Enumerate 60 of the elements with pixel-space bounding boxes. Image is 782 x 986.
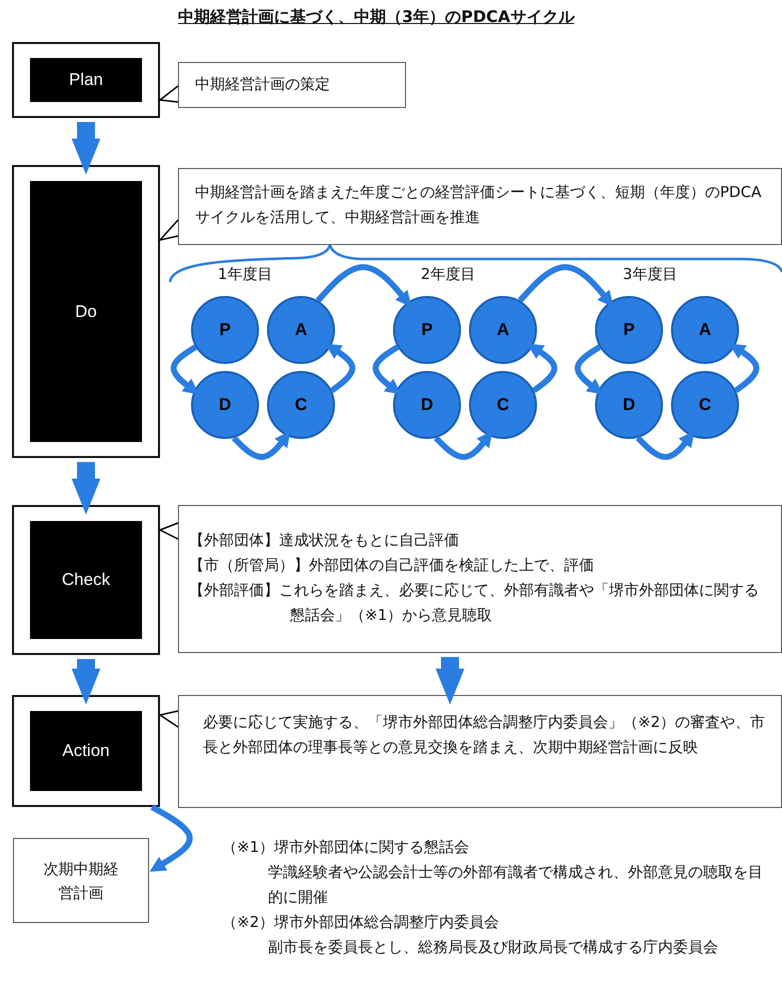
callout-text: 【外部評価】これらを踏まえ、必要に応じて、外部有識者や「堺市外部団体に関する懇話会」（※1）から意見聴取 [189, 580, 760, 626]
phase-frame [12, 42, 160, 118]
circle-letter: D [420, 395, 434, 415]
circle-letter: D [622, 395, 636, 415]
circle-letter: P [421, 320, 433, 340]
callout-text: 中期経営計画の策定 [195, 74, 331, 95]
node-label: 次期中期経営計画 [42, 858, 120, 904]
callout-box [178, 62, 406, 108]
callout-text: 中期経営計画を踏まえた年度ごとの経営評価シートに基づく、短期（年度）のPDCAサイクルを活用して、中期経営計画を推進 [195, 182, 762, 228]
curved-arrow [434, 430, 492, 460]
phase-frame [12, 695, 160, 807]
curved-arrow [170, 344, 200, 394]
callout-text: 必要に応じて実施する、「堺市外部団体総合調整庁内委員会」（※2）の審査や、市長と外部団体の理事長等との意見交換を踏まえ、次期中期経営計画に反映 [203, 712, 766, 758]
process-box [13, 838, 149, 923]
circle-letter: A [496, 320, 510, 340]
phase-frame [12, 165, 160, 458]
year-label: 1年度目 [216, 264, 274, 285]
callout-pointer [158, 85, 178, 103]
curved-arrow [232, 430, 290, 460]
block-arrow [72, 122, 100, 175]
callout-pointer [158, 522, 178, 540]
circle-letter: P [623, 320, 635, 340]
footnote-text: （※2）堺市外部団体総合調整庁内委員会 [222, 912, 500, 933]
phase-label: Do [30, 181, 142, 442]
circle-letter: D [218, 395, 232, 415]
callout-text: 【外部団体】達成状況をもとに自己評価 [189, 530, 460, 551]
callout-text: 【市（所管局）】外部団体の自己評価を検証した上で、評価 [189, 555, 595, 576]
circle-letter: A [698, 320, 712, 340]
phase-frame [12, 505, 160, 655]
curved-arrow [574, 344, 604, 394]
footnote-text: 学識経験者や公認会計士等の外部有識者で構成され、外部意見の聴取を目的に開催 [268, 862, 764, 908]
block-arrow [72, 462, 100, 515]
callout-box [178, 168, 782, 245]
curved-arrow [518, 264, 614, 308]
curved-arrow [325, 344, 356, 394]
year-label: 3年度目 [622, 264, 678, 285]
phase-label: Plan [30, 58, 142, 102]
title: 中期経営計画に基づく、中期（3年）のPDCAサイクル [178, 7, 574, 28]
footnote-text: （※1）堺市外部団体に関する懇話会 [222, 837, 470, 858]
circle-letter: A [294, 320, 308, 340]
circle-letter: C [294, 395, 308, 415]
curved-arrow [316, 264, 412, 308]
curved-arrow [729, 344, 760, 394]
block-arrow [72, 659, 100, 705]
circle-letter: C [496, 395, 510, 415]
callout-pointer [158, 220, 179, 242]
curved-arrow [636, 430, 694, 460]
curved-arrow [372, 344, 402, 394]
circle-letter: C [698, 395, 712, 415]
callout-box [178, 695, 782, 808]
circle-letter: P [219, 320, 231, 340]
footnote-text: 副市長を委員長とし、総務局長及び財政局長で構成する庁内委員会 [268, 937, 719, 958]
callout-box [178, 505, 782, 653]
callout-pointer [158, 710, 178, 728]
block-arrow [436, 657, 464, 705]
phase-label: Action [30, 711, 142, 791]
year-label: 2年度目 [420, 264, 476, 285]
curved-arrow [150, 804, 193, 872]
phase-label: Check [30, 521, 142, 639]
curved-arrow [527, 344, 558, 394]
